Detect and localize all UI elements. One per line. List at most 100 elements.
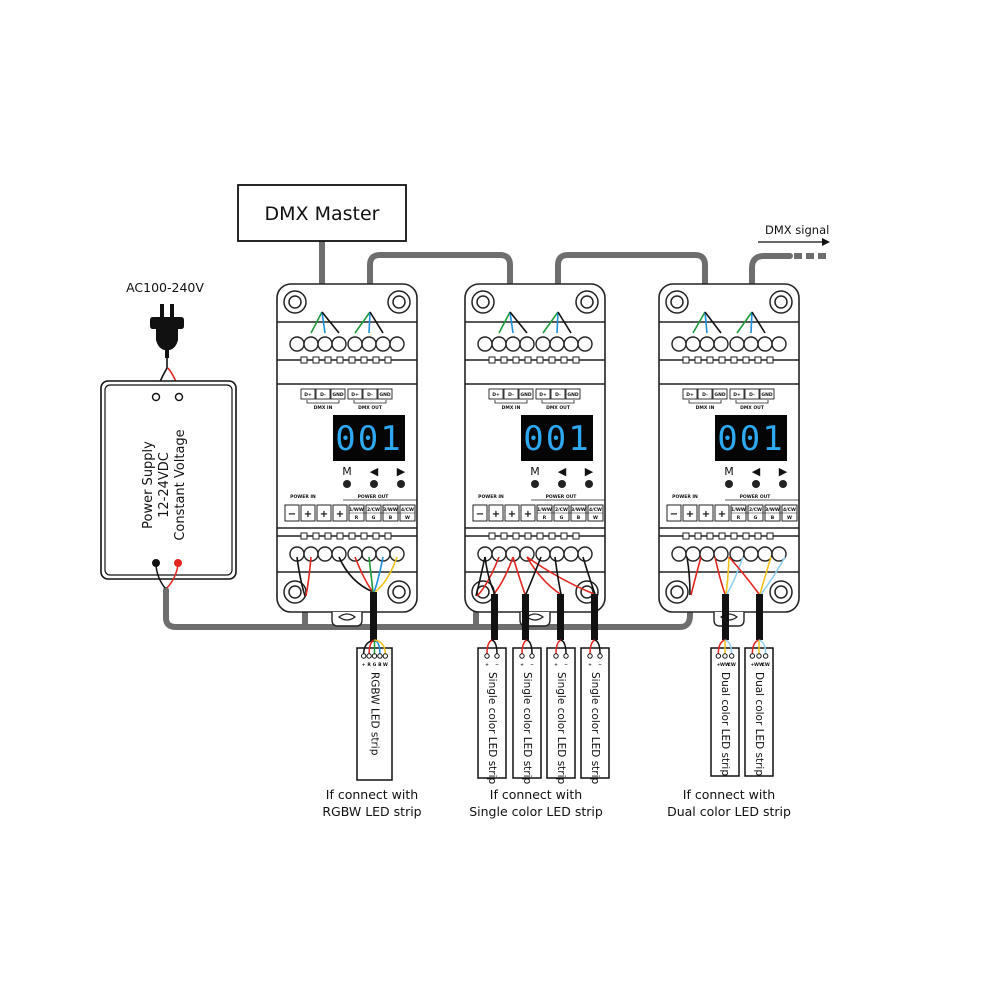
next-button[interactable] (778, 479, 788, 489)
button-label-1: ◀ (558, 465, 567, 478)
prev-button[interactable] (369, 479, 379, 489)
output-channel-bottom: W (593, 515, 598, 521)
single-color-led-strip-3: +−Single color LED strip (546, 639, 576, 785)
power-terminal-label: + (718, 509, 726, 520)
dmx-terminal-label: D+ (733, 392, 741, 398)
single-color-led-strip-2: +−Single color LED strip (512, 639, 542, 785)
power-terminal-label: + (686, 509, 694, 520)
strip-pin-label: − (564, 663, 568, 668)
mode-button[interactable] (724, 479, 734, 489)
address-display: 001 (335, 419, 402, 459)
strip-pin-label: − (598, 663, 602, 668)
output-channel-bottom: G (754, 515, 758, 521)
output-channel-bottom: R (543, 515, 547, 521)
power-supply-line-2: 12-24VDC (157, 452, 172, 518)
dmx-terminal-label: D- (555, 392, 561, 398)
strip-pin-label: B (378, 662, 382, 668)
dmx-terminal-label: GND (567, 392, 578, 398)
svg-text:If connect with: If connect with (490, 787, 582, 802)
output-channel-bottom: W (405, 515, 410, 521)
button-label-2: ▶ (397, 465, 406, 478)
dmx-terminal-label: GND (332, 392, 343, 398)
strip-pin-label: + (485, 662, 489, 668)
strip-pin-label: + (520, 662, 524, 668)
dmx-signal-arrow-icon (758, 238, 830, 246)
dmx-out-label: DMX OUT (358, 405, 383, 411)
dmx-in-label: DMX IN (314, 405, 333, 411)
dmx-terminal-label: D- (702, 392, 708, 398)
button-label-2: ▶ (779, 465, 788, 478)
power-terminal-label: − (476, 509, 484, 520)
single-color-led-strip-4: + − Single color LED strip (580, 639, 610, 785)
button-label-1: ◀ (752, 465, 761, 478)
dmx-master-box: DMX Master (237, 184, 407, 242)
output-channel-bottom: R (737, 515, 741, 521)
next-button[interactable] (584, 479, 594, 489)
strip-pin-label: + (588, 662, 592, 668)
dmx-terminal-label: D+ (304, 392, 312, 398)
dmx-terminal-label: D- (508, 392, 514, 398)
svg-text:If connect with: If connect with (326, 787, 418, 802)
dmx-input-wires (310, 311, 766, 334)
strip-pin-label: CW (728, 662, 736, 668)
svg-text:RGBW LED strip: RGBW LED strip (322, 804, 421, 819)
next-button[interactable] (396, 479, 406, 489)
button-label-1: ◀ (370, 465, 379, 478)
dmx-terminal-label: D+ (492, 392, 500, 398)
power-terminal-label: + (524, 509, 532, 520)
caption-single: If connect with Single color LED strip (469, 787, 603, 819)
caption-dual: If connect with Dual color LED strip (667, 787, 791, 819)
dmx-terminal-label: D+ (539, 392, 547, 398)
strip-pin-label: WW (720, 662, 730, 668)
strip-pin-label: + (750, 662, 754, 668)
power-terminal-label: + (320, 509, 328, 520)
dmx-terminal-label: D- (367, 392, 373, 398)
strip-pin-label: G (373, 662, 377, 668)
mode-button[interactable] (530, 479, 540, 489)
output-channel-top: 4/CW (589, 507, 602, 513)
strip-label: RGBW LED strip (369, 672, 381, 756)
strip-label: Dual color LED strip (719, 672, 731, 776)
power-in-label: POWER IN (672, 494, 698, 500)
strip-pin-label: R (367, 662, 371, 668)
strip-label: Single color LED strip (589, 672, 601, 785)
mode-button[interactable] (342, 479, 352, 489)
power-terminal-label: + (336, 509, 344, 520)
output-channel-top: 2/CW (367, 507, 380, 513)
output-channel-top: 1/WW (349, 507, 364, 513)
caption-rgbw: If connect with RGBW LED strip (322, 787, 421, 819)
svg-text:Dual color LED strip: Dual color LED strip (667, 804, 791, 819)
output-channel-top: 4/CW (401, 507, 414, 513)
strip-pin-label: CW (762, 662, 770, 668)
strip-label: Single color LED strip (486, 672, 498, 785)
address-display: 001 (717, 419, 784, 459)
address-display: 001 (523, 419, 590, 459)
strip-pin-label: WW (754, 662, 764, 668)
button-label-2: ▶ (585, 465, 594, 478)
output-channel-top: 2/CW (749, 507, 762, 513)
output-channel-bottom: B (771, 515, 775, 521)
output-channel-bottom: R (355, 515, 359, 521)
output-channel-bottom: G (372, 515, 376, 521)
output-wires (296, 556, 786, 597)
ac-plug-icon (150, 304, 184, 358)
prev-button[interactable] (751, 479, 761, 489)
output-channel-bottom: B (389, 515, 393, 521)
power-supply-line-3: Constant Voltage (173, 429, 188, 540)
strip-pin-label: + (716, 662, 720, 668)
button-label-0: M (724, 465, 734, 478)
dmx-terminal-label: D+ (686, 392, 694, 398)
strip-pin-label: + (554, 662, 558, 668)
power-in-label: POWER IN (290, 494, 316, 500)
power-terminal-label: + (702, 509, 710, 520)
prev-button[interactable] (557, 479, 567, 489)
output-channel-top: 2/CW (555, 507, 568, 513)
output-channel-top: 3/WW (383, 507, 398, 513)
output-channel-top: 3/WW (765, 507, 780, 513)
output-channel-bottom: W (787, 515, 792, 521)
dmx-signal-label: DMX signal (765, 223, 829, 237)
output-channel-top: 4/CW (783, 507, 796, 513)
